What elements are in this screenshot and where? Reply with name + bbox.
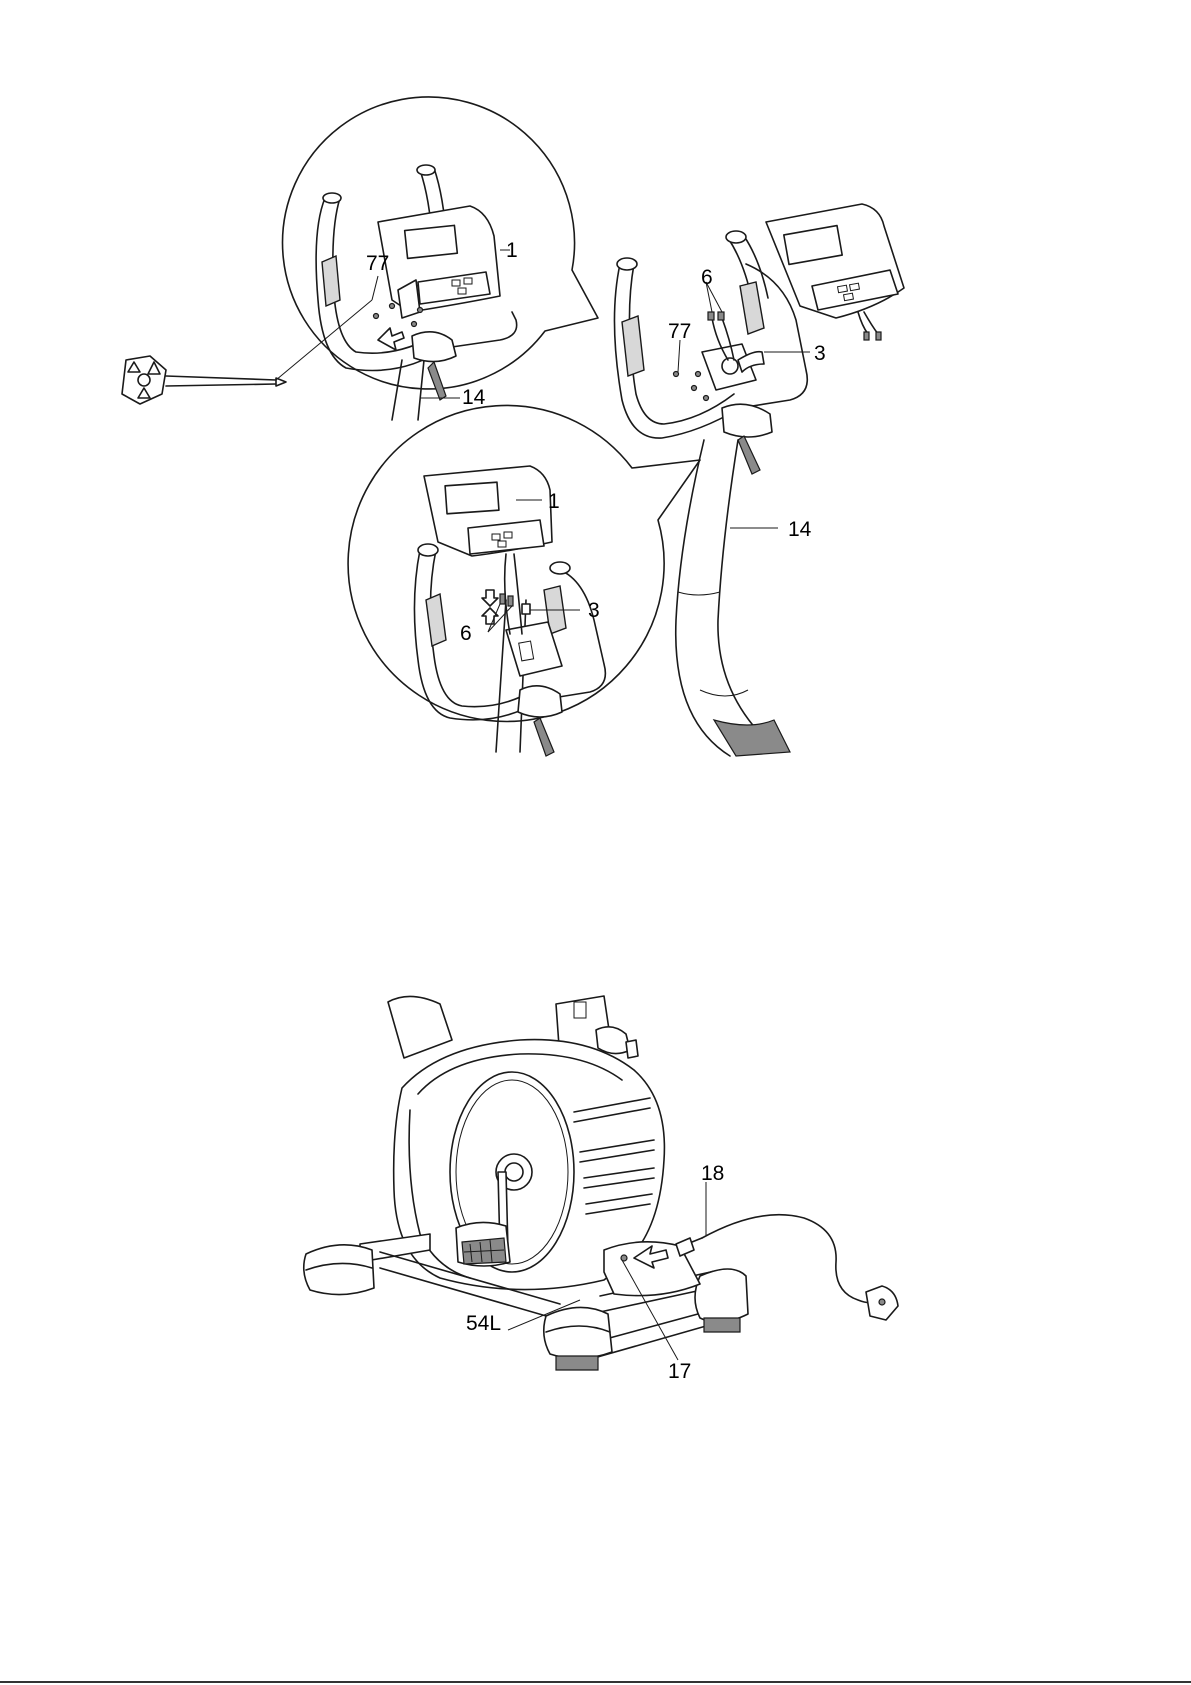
callout-connector: 6 <box>460 622 472 645</box>
callout-adapter: 18 <box>701 1162 724 1185</box>
callout-sensor-wire: 3 <box>814 342 826 365</box>
callout-connector: 6 <box>701 266 713 289</box>
callout-computer: 1 <box>548 490 560 513</box>
adapter-connection-diagram: 18 17 54L <box>304 996 898 1383</box>
callout-power-socket: 17 <box>668 1360 691 1383</box>
computer-assembly-diagram: 1 77 14 1 3 6 6 77 3 14 <box>122 97 904 756</box>
detail-circle-screw-mounting <box>283 97 598 420</box>
callout-screw: 77 <box>668 320 691 343</box>
callout-left-cover: 54L <box>466 1312 501 1335</box>
page-bottom-rule <box>0 1681 1191 1683</box>
callout-screw: 77 <box>366 252 389 275</box>
callout-sensor-wire: 3 <box>588 599 600 622</box>
detail-circle-wire-connection <box>348 405 700 756</box>
callout-handlebar-post: 14 <box>788 518 812 541</box>
callout-handlebar-post: 14 <box>462 386 486 409</box>
callout-computer: 1 <box>506 239 518 262</box>
